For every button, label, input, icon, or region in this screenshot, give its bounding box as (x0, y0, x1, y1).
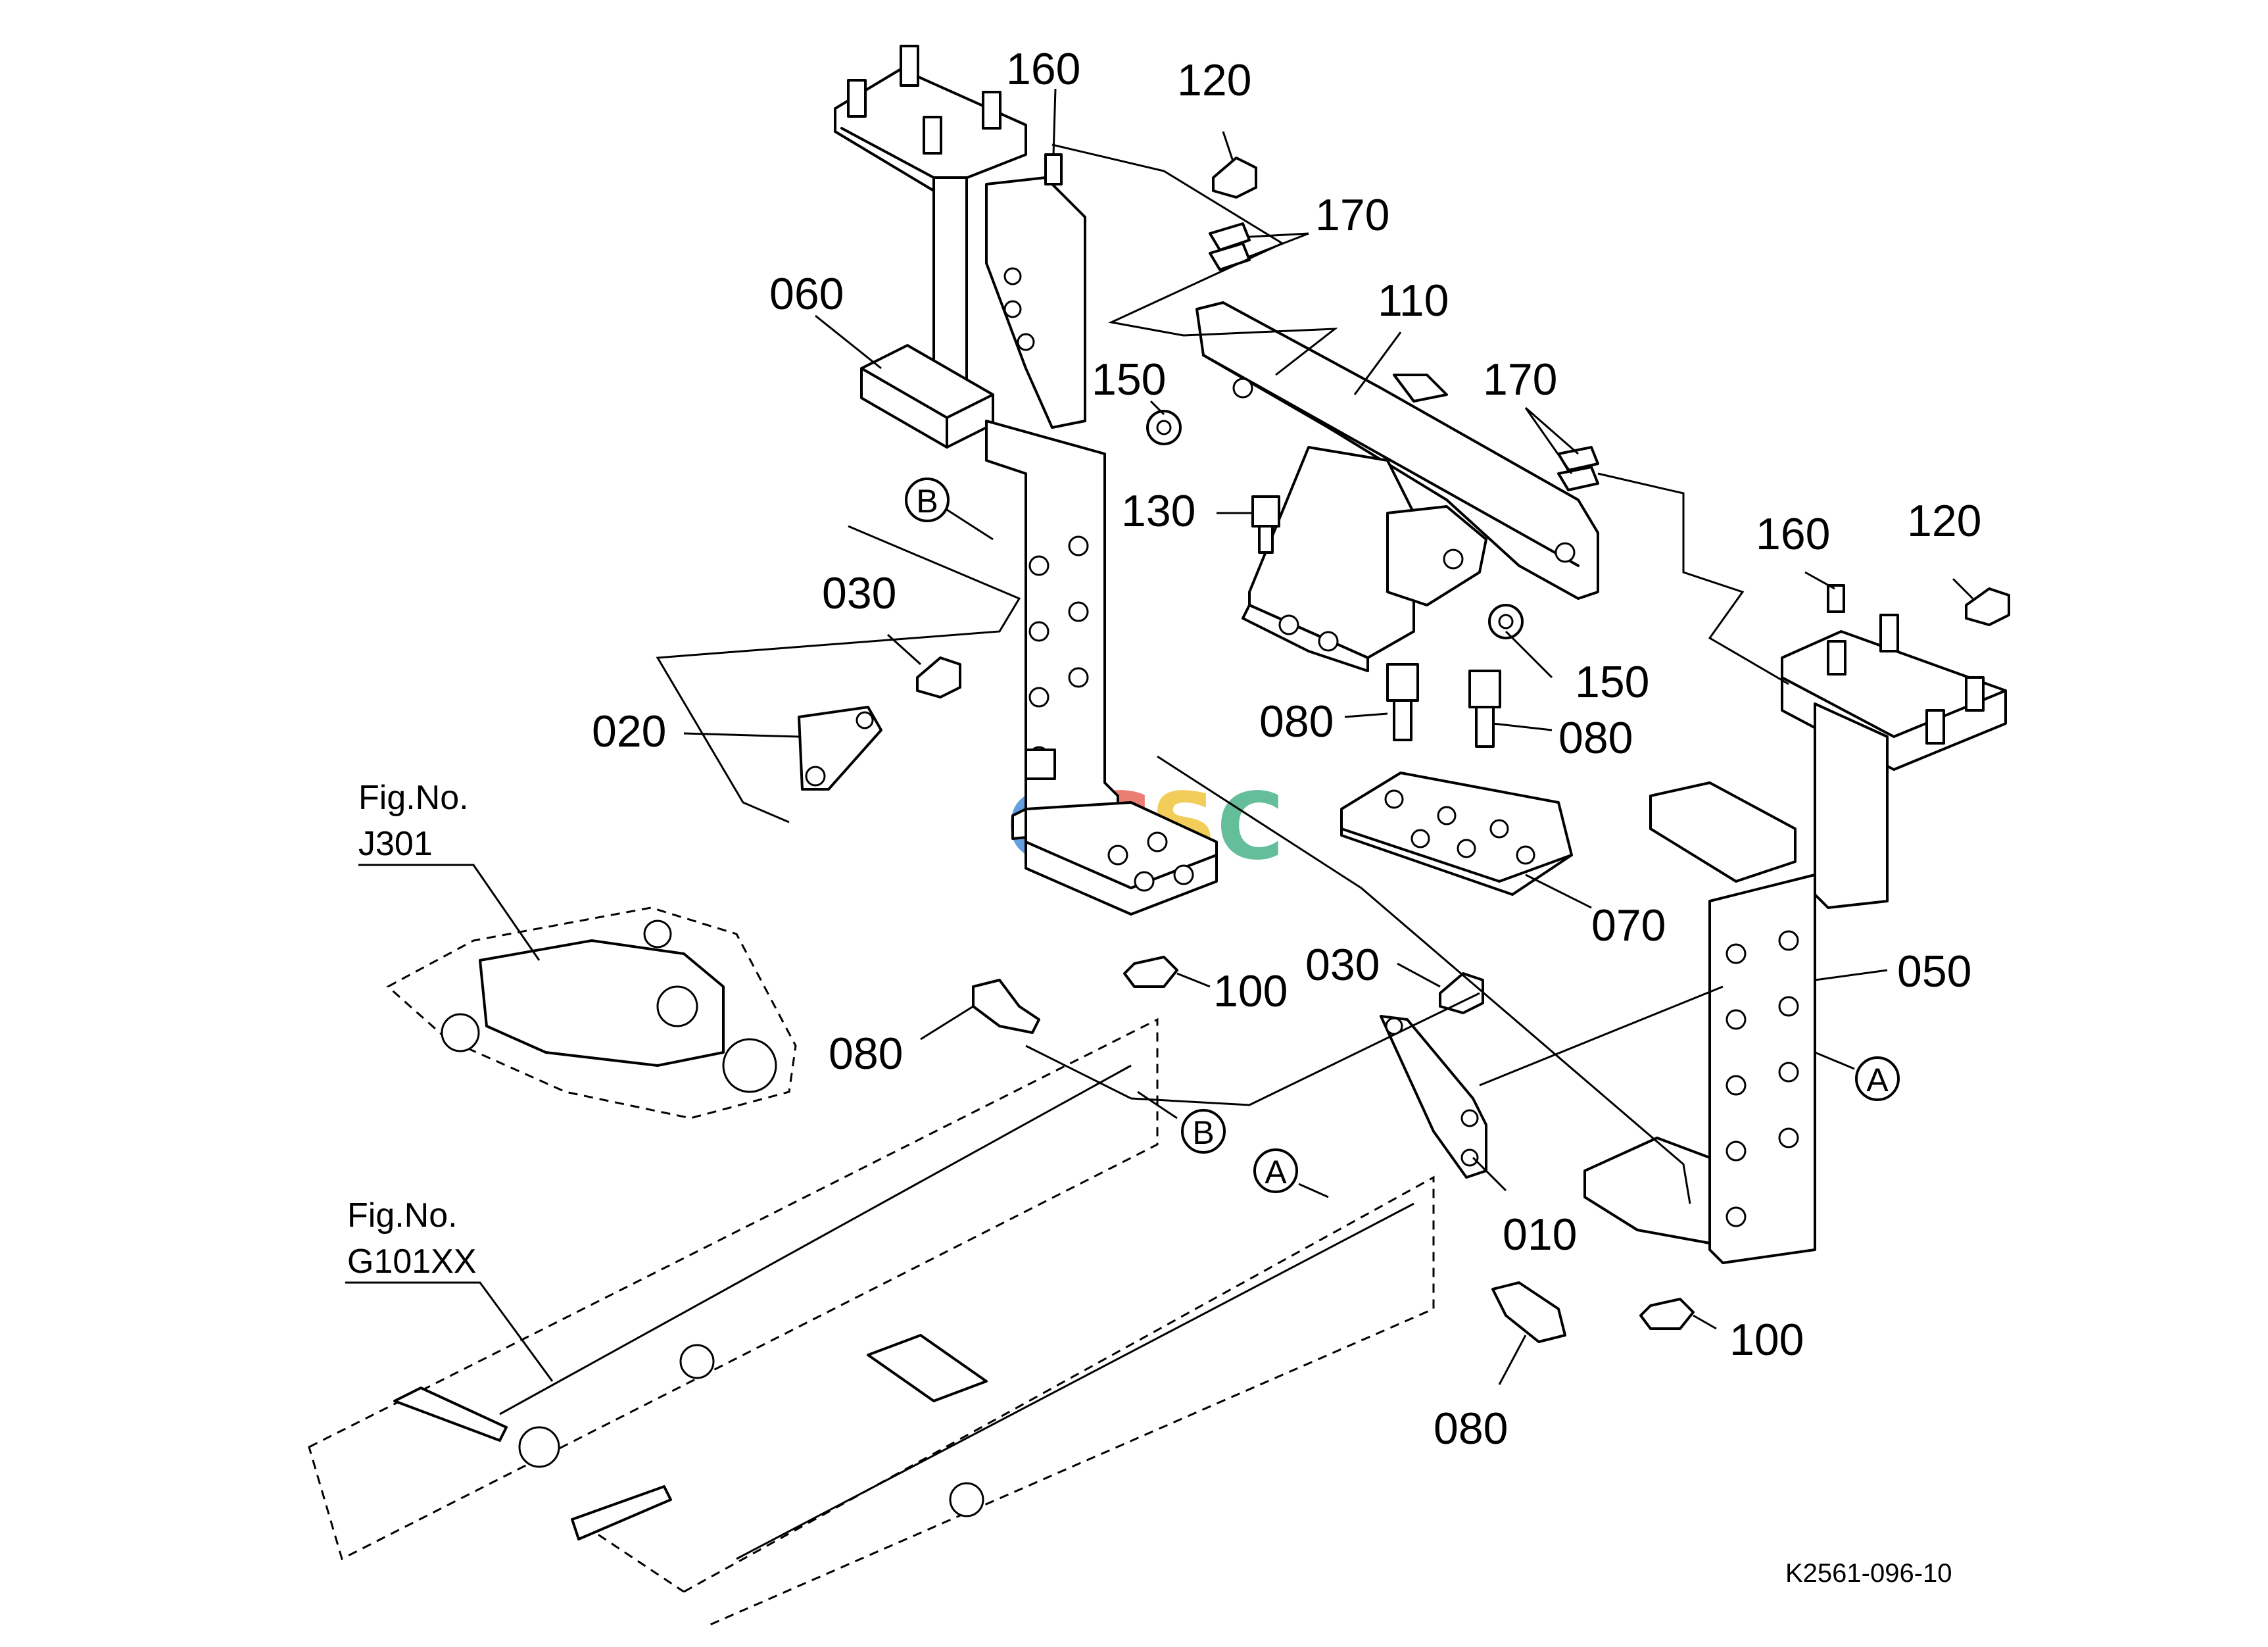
nut-100-low (1639, 1298, 1695, 1330)
label-100-low: 100 (1729, 1315, 1804, 1365)
callout-a-bracket: A (1814, 1051, 1900, 1101)
label-080-bottom: 080 (1434, 1404, 1508, 1454)
stay-010 (1380, 1015, 1487, 1179)
bolt-130 (1251, 495, 1280, 528)
label-170-top: 170 (1315, 190, 1389, 240)
label-080-mid-left: 080 (1259, 697, 1334, 747)
label-080-left-low: 080 (829, 1029, 903, 1079)
label-080-mid-right: 080 (1558, 713, 1633, 763)
right-upright-bracket-050 (1583, 614, 2007, 1264)
nut-100-mid (1123, 956, 1178, 988)
label-050: 050 (1897, 946, 1971, 996)
label-030-left: 030 (822, 568, 896, 618)
label-120-top: 120 (1177, 55, 1251, 105)
bolt-080-left-low (972, 979, 1040, 1034)
left-upright-bracket (834, 45, 1218, 916)
svg-text:A: A (1265, 1154, 1287, 1191)
label-030-right: 030 (1305, 940, 1380, 990)
label-160-right: 160 (1756, 509, 1830, 559)
callout-a-frame: A (1253, 1148, 1329, 1198)
label-130: 130 (1121, 486, 1195, 536)
fig-ref-j301: Fig.No. J301 (358, 779, 469, 863)
label-060: 060 (769, 269, 844, 319)
svg-text:B: B (1192, 1114, 1214, 1151)
fig-ref-g101xx-title: Fig.No. (347, 1196, 458, 1235)
svg-text:B: B (916, 483, 938, 520)
bolt-030-right (1439, 972, 1484, 1014)
bolt-080-mid-left (1386, 663, 1419, 702)
hardware (916, 153, 2010, 1343)
label-110: 110 (1378, 276, 1449, 326)
bolt-030-left (916, 656, 961, 699)
hydraulic-unit-j301 (386, 906, 797, 1119)
label-150-right: 150 (1575, 657, 1649, 707)
fig-ref-g101xx-code: G101XX (347, 1242, 477, 1281)
callout-b-top: B (905, 478, 994, 541)
label-010: 010 (1503, 1210, 1577, 1260)
label-120-right: 120 (1907, 496, 1981, 546)
fig-ref-g101xx: Fig.No. G101XX (347, 1196, 477, 1281)
label-100-mid: 100 (1213, 966, 1288, 1016)
label-020: 020 (592, 706, 666, 756)
drawing-code: K2561-096-10 (1785, 1559, 1952, 1588)
label-070: 070 (1591, 900, 1666, 950)
fig-ref-j301-code: J301 (358, 825, 433, 863)
leader-lines (345, 88, 1974, 1385)
label-160-top: 160 (1006, 44, 1080, 94)
bolt-080-bottom (1491, 1281, 1566, 1343)
bolt-080-mid-right (1468, 670, 1501, 708)
part-labels: 160 120 170 060 110 150 170 130 160 120 … (592, 44, 1981, 1454)
plate-070 (1340, 772, 1573, 896)
callout-b-frame: B (1137, 1091, 1226, 1154)
fig-ref-j301-title: Fig.No. (358, 779, 469, 817)
label-150-left: 150 (1092, 355, 1166, 405)
stay-020 (798, 706, 882, 791)
bolt-120-right (1965, 587, 2010, 626)
label-170-right: 170 (1483, 355, 1557, 405)
grease-nipple-160-top (1044, 153, 1063, 185)
bolt-120-top (1212, 157, 1257, 199)
watermark-letter-4: C (1217, 774, 1284, 881)
main-frame-g101xx (308, 1018, 1435, 1626)
cross-member-110 (1195, 301, 1599, 672)
svg-text:A: A (1866, 1062, 1889, 1098)
grease-nipple-160-right (1827, 584, 1845, 613)
